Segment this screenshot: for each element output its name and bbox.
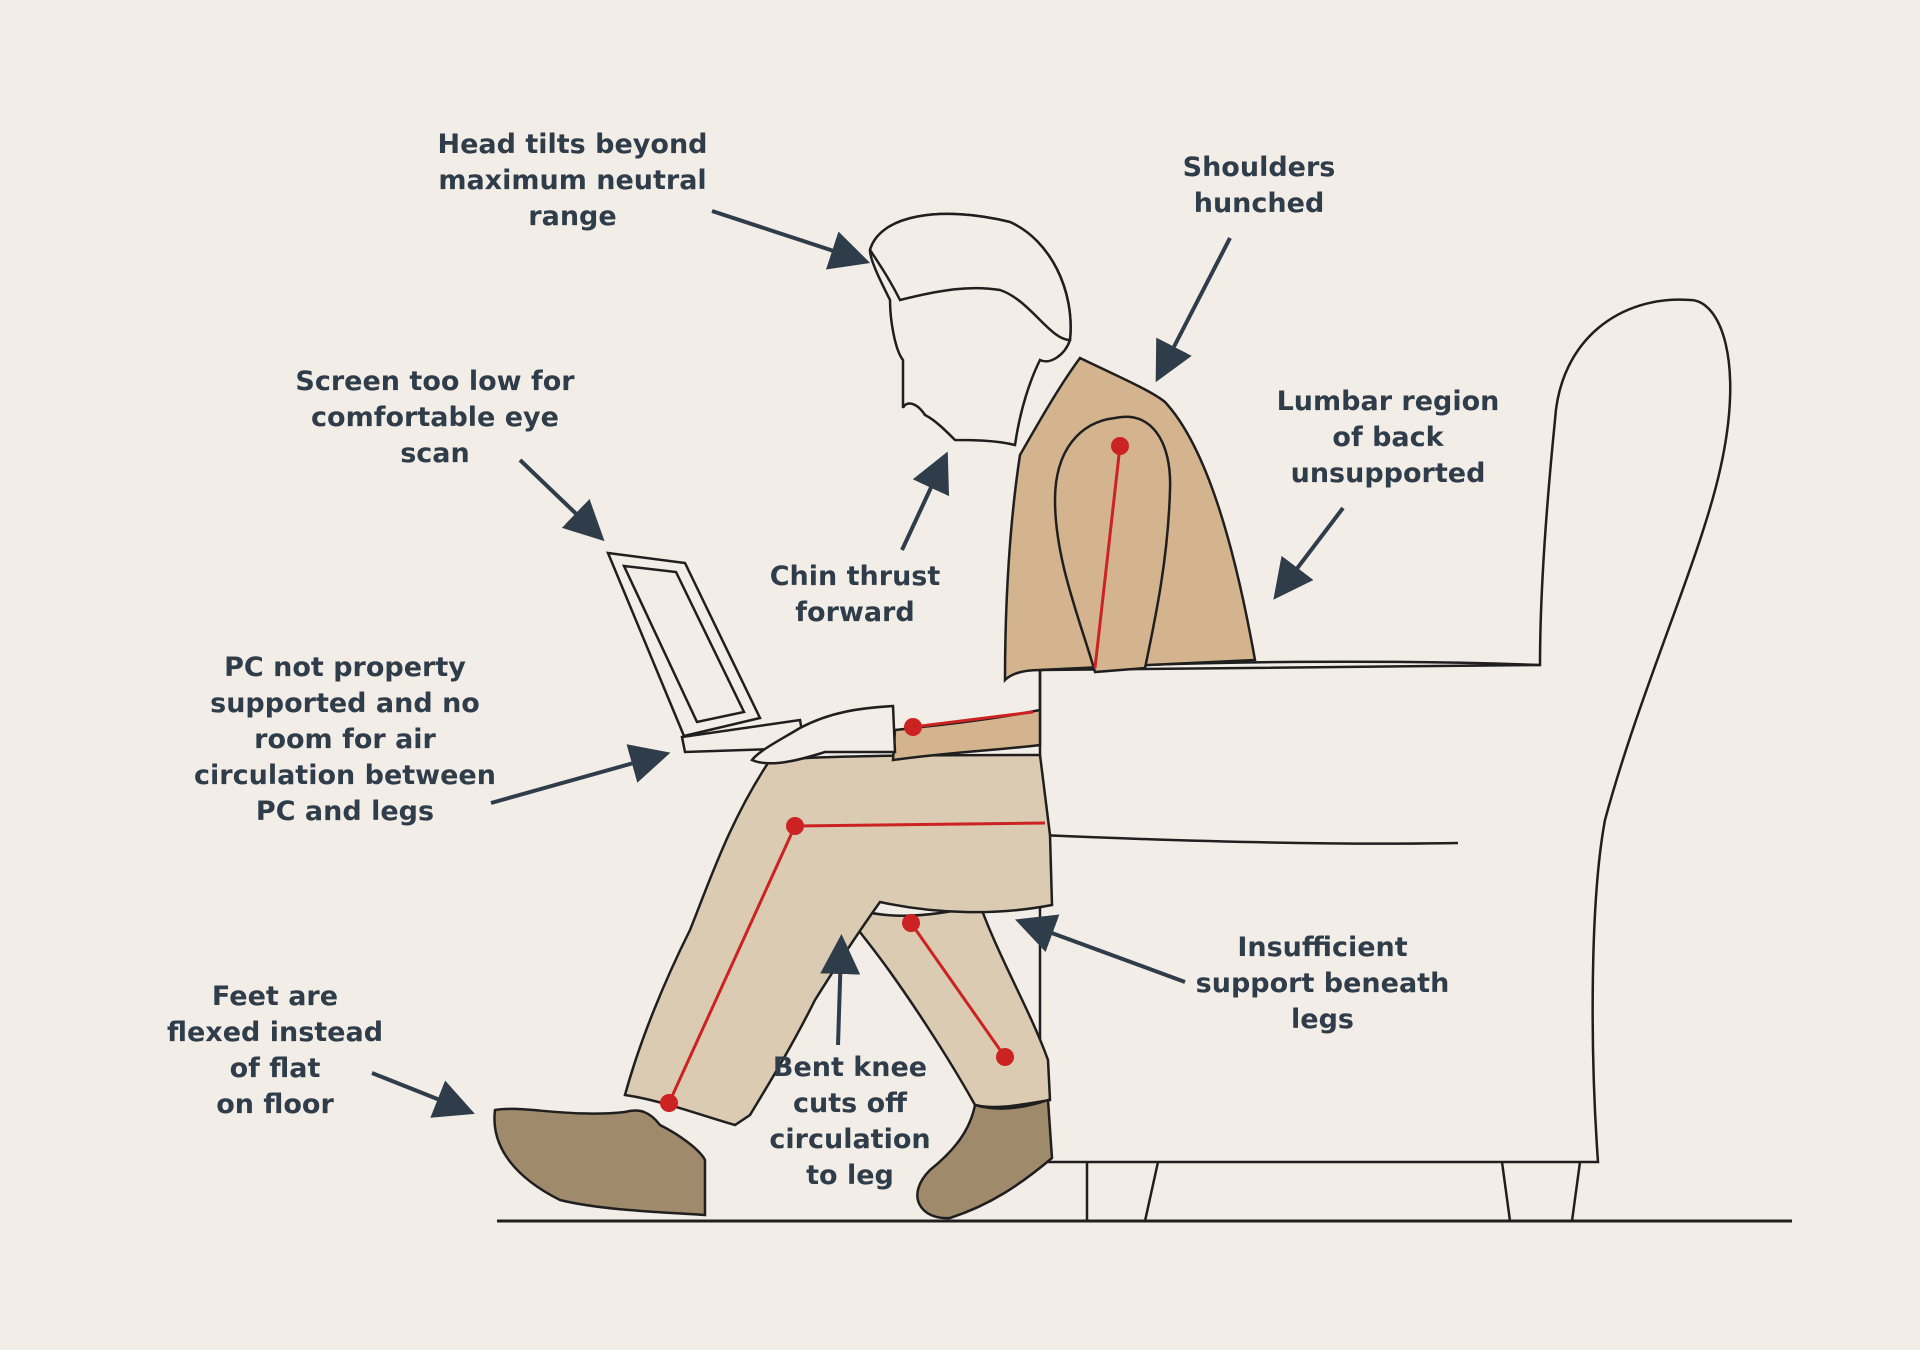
front-shoe: [493, 1107, 707, 1217]
lumbar-arrow: [1273, 506, 1345, 600]
knee-arrow: [820, 934, 861, 1046]
head-tilt-label: Head tilts beyond maximum neutral range: [437, 129, 708, 232]
chin-label: Chin thrust forward: [769, 561, 941, 628]
armchair: [1038, 298, 1732, 1222]
annotation-arrows: [371, 209, 1345, 1118]
thigh-line: [794, 821, 1046, 828]
hand: [750, 704, 897, 765]
insufficient-support-label: Insufficient support beneath legs: [1195, 932, 1450, 1035]
back-ankle-joint-marker: [996, 1048, 1014, 1066]
feet-flexed-label: Feet are flexed instead of flat on floor: [166, 981, 384, 1120]
chin-arrow: [900, 451, 950, 551]
pc-support-label: PC not property supported and no room fo…: [194, 652, 496, 827]
arm-sleeve: [1053, 415, 1172, 674]
shoulders-arrow: [1155, 237, 1232, 383]
shoulder-joint-marker: [1111, 437, 1129, 455]
screen-low-label: Screen too low for comfortable eye scan: [295, 366, 575, 469]
insufficient-arrow: [1014, 914, 1186, 984]
back-shoe: [916, 1098, 1054, 1220]
head: [868, 212, 1072, 447]
joint-markers: [660, 437, 1129, 1112]
bent-knee-label: Bent knee cuts off circulation to leg: [769, 1052, 931, 1191]
forearm-line: [912, 710, 1034, 729]
head-arrow: [711, 209, 871, 270]
knee-joint-marker: [786, 817, 804, 835]
wrist-joint-marker: [904, 718, 922, 736]
lumbar-label: Lumbar region of back unsupported: [1276, 386, 1500, 489]
back-shin-line: [909, 922, 1007, 1058]
pc-arrow: [490, 744, 671, 805]
back-knee-joint-marker: [902, 914, 920, 932]
front-ankle-joint-marker: [660, 1094, 678, 1112]
shoulders-label: Shoulders hunched: [1182, 152, 1336, 219]
feet-arrow: [371, 1071, 475, 1118]
screen-arrow: [518, 458, 605, 542]
front-shin-line: [667, 825, 797, 1104]
upper-arm-line: [1093, 445, 1122, 669]
